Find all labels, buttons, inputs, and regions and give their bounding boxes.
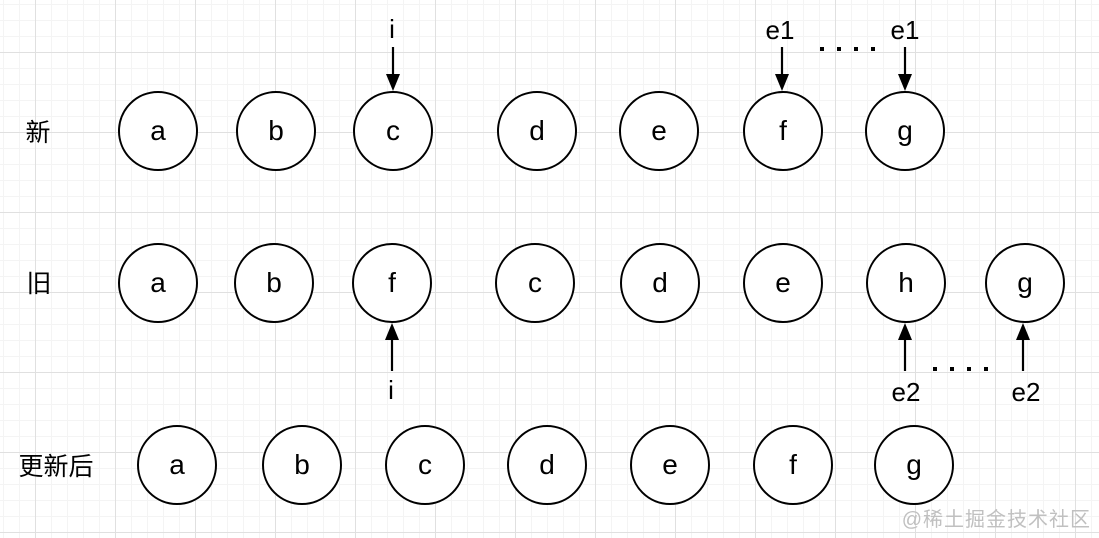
node-new-f: f — [743, 91, 823, 171]
pointer-label-i-new: i — [389, 14, 395, 44]
node-updated-f: f — [753, 425, 833, 505]
node-old-h: h — [866, 243, 946, 323]
watermark-text: @稀土掘金技术社区 — [901, 509, 1091, 531]
row-label-old: 旧 — [26, 270, 52, 298]
arrow-up-i-icon — [385, 323, 399, 371]
pointer-label-e2-right: e2 — [1011, 377, 1041, 407]
arrow-down-e1-left-icon — [775, 47, 789, 91]
pointer-label-e2-left: e2 — [891, 377, 921, 407]
arrow-down-i-icon — [386, 47, 400, 91]
node-updated-a: a — [137, 425, 217, 505]
arrow-up-e2-left-icon — [898, 323, 912, 371]
node-old-c: c — [495, 243, 575, 323]
row-label-new: 新 — [25, 119, 51, 147]
node-updated-g: g — [874, 425, 954, 505]
pointer-label-e1-left: e1 — [765, 15, 795, 45]
arrow-down-e1-right-icon — [898, 47, 912, 91]
node-old-e: e — [743, 243, 823, 323]
arrow-up-e2-right-icon — [1016, 323, 1030, 371]
node-updated-d: d — [507, 425, 587, 505]
node-updated-c: c — [385, 425, 465, 505]
pointer-label-i-old: i — [388, 375, 394, 405]
node-old-d: d — [620, 243, 700, 323]
node-old-b: b — [234, 243, 314, 323]
row-label-updated: 更新后 — [18, 453, 94, 481]
node-updated-b: b — [262, 425, 342, 505]
ellipsis-dots-bottom — [933, 367, 991, 371]
pointer-label-e1-right: e1 — [890, 15, 920, 45]
node-new-a: a — [118, 91, 198, 171]
ellipsis-dots-top — [820, 47, 878, 51]
node-old-a: a — [118, 243, 198, 323]
node-new-d: d — [497, 91, 577, 171]
node-new-g: g — [865, 91, 945, 171]
node-new-b: b — [236, 91, 316, 171]
node-updated-e: e — [630, 425, 710, 505]
node-new-e: e — [619, 91, 699, 171]
node-old-g: g — [985, 243, 1065, 323]
node-old-f: f — [352, 243, 432, 323]
node-new-c: c — [353, 91, 433, 171]
